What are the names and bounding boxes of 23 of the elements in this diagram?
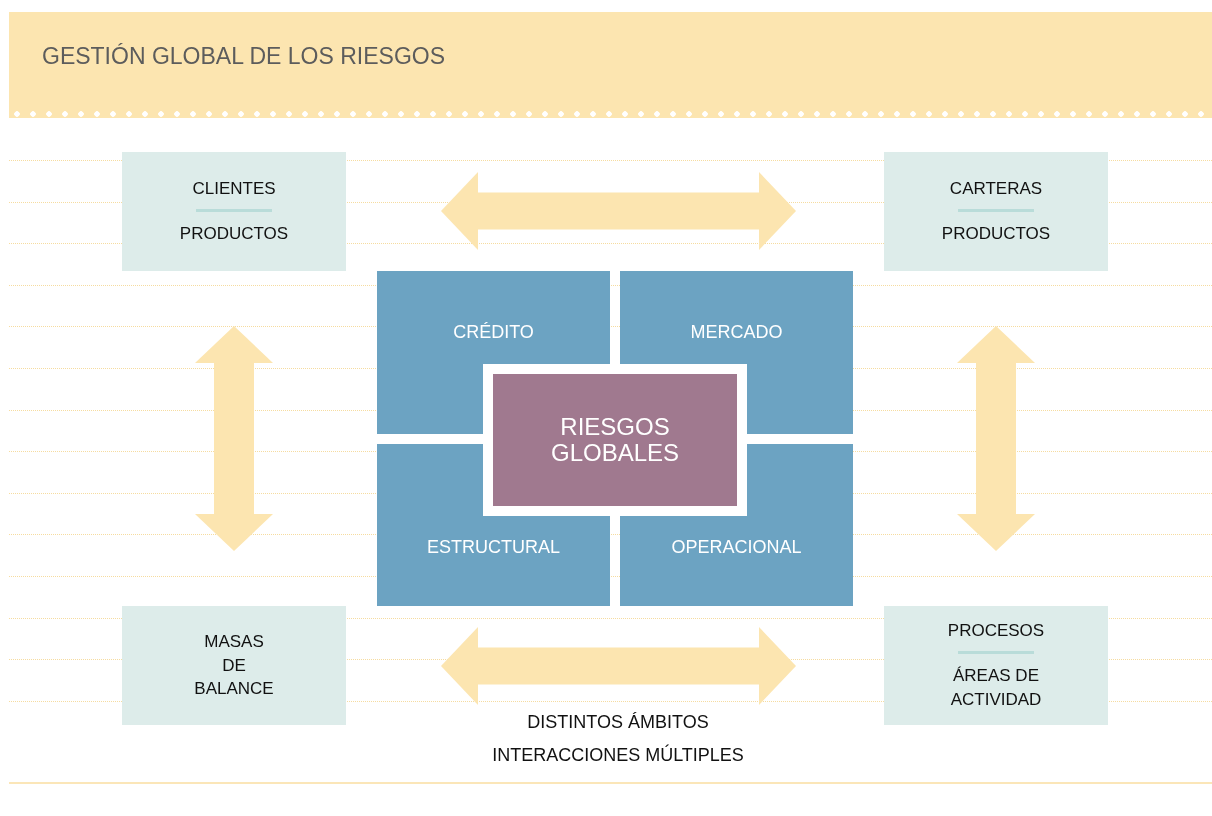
node-label: MASAS DE BALANCE xyxy=(194,630,274,701)
category-box xyxy=(122,606,346,725)
double-arrow xyxy=(441,627,796,705)
node-label: PROCESOS xyxy=(947,620,1045,643)
node-label: OPERACIONAL xyxy=(671,536,802,559)
double-arrow xyxy=(441,172,796,250)
node-label: PRODUCTOS xyxy=(941,223,1051,245)
category-box xyxy=(884,152,1108,271)
caption-text: DISTINTOS ÁMBITOS xyxy=(526,712,710,733)
category-box xyxy=(122,152,346,271)
node-label: CLIENTES xyxy=(192,178,276,201)
node-label: ESTRUCTURAL xyxy=(427,536,560,559)
node-label: CRÉDITO xyxy=(453,321,534,344)
caption-text: INTERACCIONES MÚLTIPLES xyxy=(491,745,745,766)
title: GESTIÓN GLOBAL DE LOS RIESGOS xyxy=(42,43,446,70)
double-arrow xyxy=(195,326,273,551)
node-label: ÁREAS DE ACTIVIDAD xyxy=(949,665,1043,711)
node-label: CARTERAS xyxy=(949,178,1043,201)
double-arrow xyxy=(957,326,1035,551)
node-label: PRODUCTOS xyxy=(179,223,289,245)
node-label: MERCADO xyxy=(690,321,783,344)
node-label: RIESGOS GLOBALES xyxy=(549,413,681,467)
category-box xyxy=(884,606,1108,725)
